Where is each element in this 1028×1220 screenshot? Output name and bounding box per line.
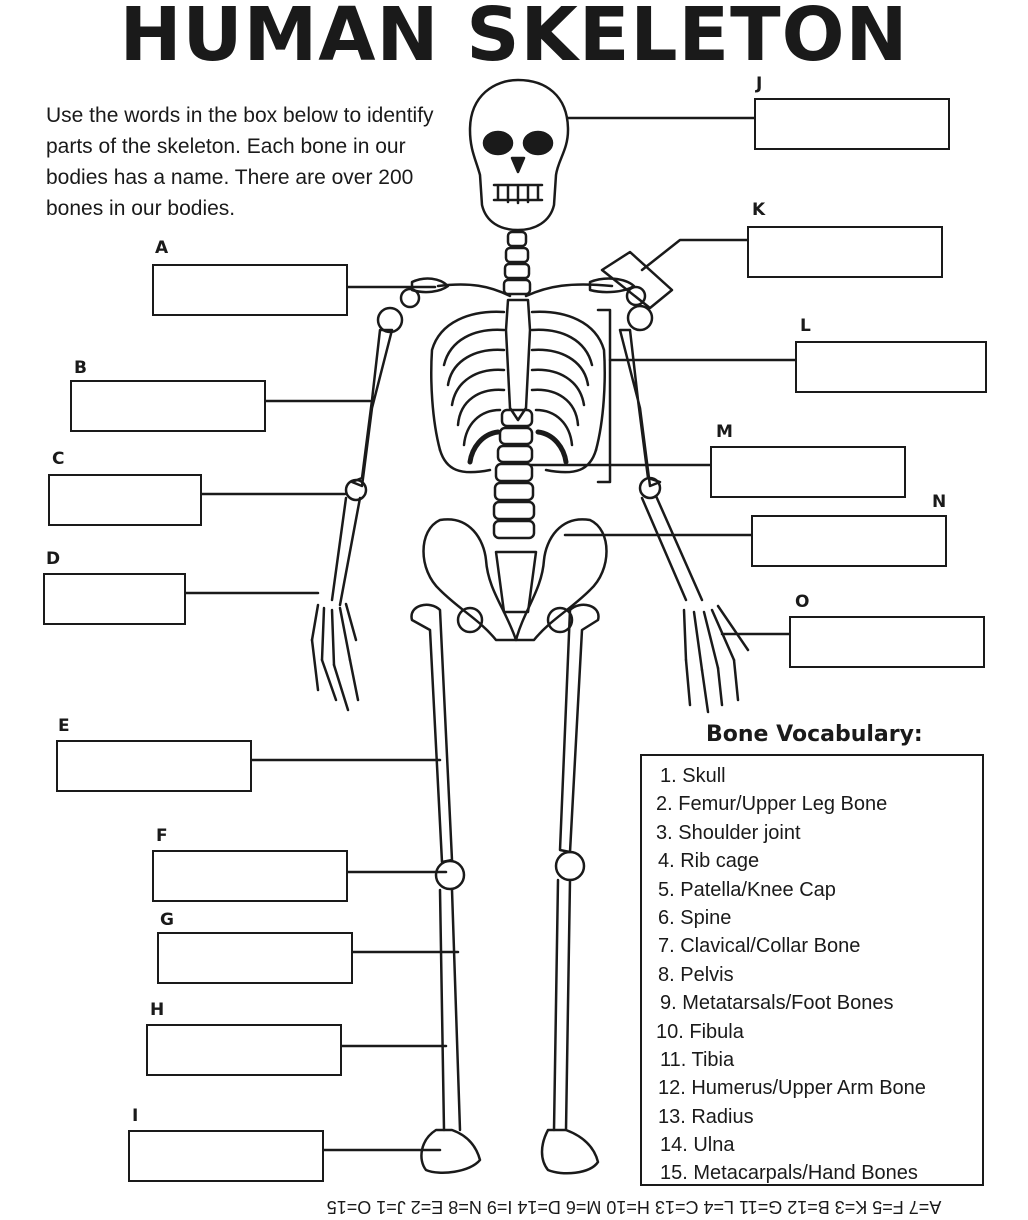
label-letter-c: C <box>52 449 65 469</box>
label-letter-a: A <box>155 238 169 258</box>
label-letter-d: D <box>46 549 61 569</box>
label-letter-m: M <box>716 422 733 442</box>
sternum <box>504 298 532 422</box>
vocab-item: 2. Femur/Upper Leg Bone <box>656 793 888 816</box>
label-letter-h: H <box>150 1000 165 1020</box>
shoulders <box>376 277 654 334</box>
vocab-item: 3. Shoulder joint <box>656 821 801 844</box>
spine <box>492 230 536 540</box>
label-letter-f: F <box>156 826 168 846</box>
answer-box-j[interactable] <box>754 98 950 150</box>
vocab-item: 8. Pelvis <box>658 963 734 986</box>
answer-box-k[interactable] <box>747 226 943 278</box>
answer-box-g[interactable] <box>157 932 353 984</box>
right-arm <box>618 328 750 714</box>
answer-box-n[interactable] <box>751 515 947 567</box>
answer-box-b[interactable] <box>70 380 266 432</box>
pelvis <box>422 518 608 642</box>
vocab-item: 12. Humerus/Upper Arm Bone <box>658 1077 926 1100</box>
vocab-item: 6. Spine <box>658 906 732 929</box>
answer-box-o[interactable] <box>789 616 985 668</box>
vocab-item: 11. Tibia <box>660 1048 735 1071</box>
left-leg <box>410 603 482 1174</box>
answer-box-m[interactable] <box>710 446 906 498</box>
label-letter-b: B <box>74 358 87 378</box>
intro-text: Use the words in the box below to identi… <box>46 104 434 220</box>
answer-box-i[interactable] <box>128 1130 324 1182</box>
label-letter-n: N <box>932 492 947 512</box>
answer-box-d[interactable] <box>43 573 186 625</box>
vocab-item: 10. Fibula <box>656 1020 744 1043</box>
label-letter-i: I <box>132 1106 139 1126</box>
label-letter-g: G <box>160 910 174 930</box>
answer-box-l[interactable] <box>795 341 987 393</box>
leader-lines <box>184 116 797 1152</box>
vocabulary-box: 1. Skull 2. Femur/Upper Leg Bone 3. Shou… <box>640 754 984 1186</box>
vocab-item: 14. Ulna <box>660 1134 735 1157</box>
vocab-item: 5. Patella/Knee Cap <box>658 878 836 901</box>
answer-box-f[interactable] <box>152 850 348 902</box>
left-arm <box>310 328 394 712</box>
label-letter-k: K <box>752 200 766 220</box>
label-letter-e: E <box>58 716 70 736</box>
answer-key-upside-down: A=7 F=5 K=3 B=12 G=11 L=4 C=13 H=10 M=6 … <box>326 1197 942 1217</box>
right-leg <box>540 603 600 1175</box>
answer-box-a[interactable] <box>152 264 348 316</box>
label-letter-j: J <box>756 74 763 94</box>
vocab-item: 4. Rib cage <box>658 850 760 873</box>
skull <box>468 78 570 232</box>
vocabulary-heading: Bone Vocabulary: <box>706 722 923 747</box>
vocabulary-list: 1. Skull 2. Femur/Upper Leg Bone 3. Shou… <box>656 762 926 1188</box>
answer-box-c[interactable] <box>48 474 202 526</box>
worksheet-title: HUMAN SKELETON <box>119 0 909 78</box>
answer-box-e[interactable] <box>56 740 252 792</box>
vocab-item: 7. Clavical/Collar Bone <box>658 935 861 958</box>
vocab-item: 1. Skull <box>660 765 726 787</box>
label-letter-o: O <box>795 592 810 612</box>
vocab-item: 13. Radius <box>658 1105 754 1128</box>
vocab-item: 9. Metatarsals/Foot Bones <box>660 992 894 1015</box>
label-letter-l: L <box>800 316 811 336</box>
answer-box-h[interactable] <box>146 1024 342 1076</box>
vocab-item: 15. Metacarpals/Hand Bones <box>660 1162 918 1185</box>
rib-cage <box>430 310 606 474</box>
